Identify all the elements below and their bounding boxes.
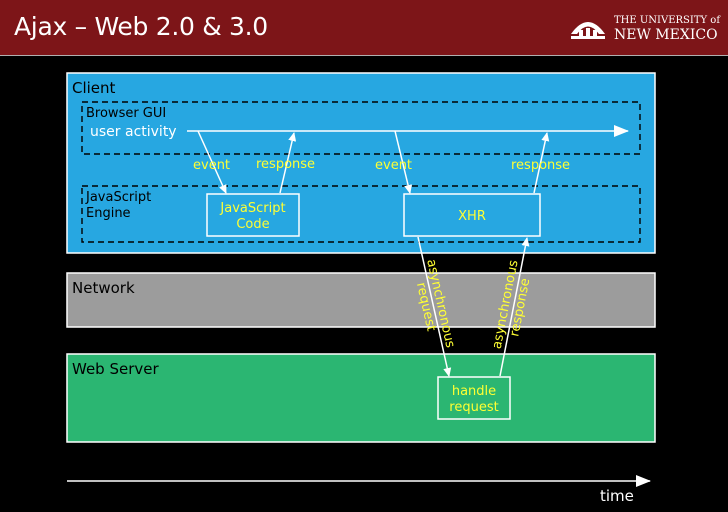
user-activity-label: user activity bbox=[90, 124, 177, 140]
logo-text-line2: NEW MEXICO bbox=[614, 27, 718, 43]
logo-text-line1: THE UNIVERSITY of bbox=[614, 15, 721, 26]
javascript-code-label-line1: JavaScript bbox=[219, 201, 285, 216]
web-server-lane bbox=[66, 353, 656, 443]
async-response-arrow bbox=[499, 237, 530, 377]
xhr-label: XHR bbox=[458, 209, 486, 224]
slide-header: Ajax – Web 2.0 & 3.0 THE UNIVERSITY of N… bbox=[0, 0, 728, 56]
slide-title: Ajax – Web 2.0 & 3.0 bbox=[14, 12, 268, 41]
web-server-lane-label: Web Server bbox=[72, 360, 159, 378]
response-arrow-1 bbox=[279, 132, 297, 194]
async-request-arrow bbox=[417, 236, 452, 377]
js-engine-label-line2: Engine bbox=[86, 206, 131, 221]
browser-gui-sublane bbox=[81, 101, 641, 155]
response-label-1: response bbox=[256, 157, 315, 172]
handle-request-box bbox=[437, 376, 511, 420]
js-engine-sublane bbox=[81, 185, 641, 243]
javascript-code-box bbox=[206, 193, 300, 237]
xhr-box bbox=[403, 193, 541, 237]
network-lane-label: Network bbox=[72, 279, 135, 297]
event-label-1: event bbox=[193, 158, 230, 173]
browser-gui-label: Browser GUI bbox=[86, 106, 166, 121]
js-engine-label-line1: JavaScript bbox=[85, 190, 151, 205]
network-lane bbox=[66, 272, 656, 328]
response-arrow-2 bbox=[533, 132, 550, 194]
javascript-code-label-line2: Code bbox=[236, 217, 269, 232]
handle-request-label-line2: request bbox=[449, 400, 498, 415]
event-arrow-1 bbox=[197, 130, 227, 194]
client-lane-label: Client bbox=[72, 79, 116, 97]
event-arrow-2 bbox=[394, 130, 413, 194]
client-lane bbox=[66, 72, 656, 254]
event-label-2: event bbox=[375, 158, 412, 173]
university-logo: THE UNIVERSITY of NEW MEXICO bbox=[568, 12, 721, 46]
zia-seal-icon bbox=[571, 22, 605, 39]
time-label: time bbox=[600, 487, 634, 505]
handle-request-label-line1: handle bbox=[452, 384, 496, 399]
response-label-2: response bbox=[511, 158, 570, 173]
